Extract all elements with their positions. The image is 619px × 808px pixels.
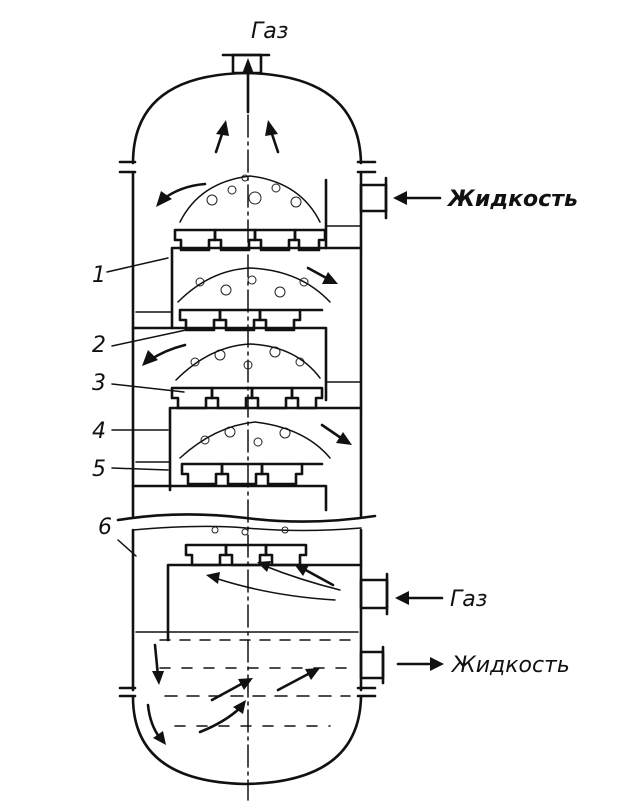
gas-inlet-label: Газ <box>450 587 487 612</box>
callout-leaders <box>106 257 187 557</box>
callout-4: 4 <box>92 419 106 444</box>
tray-4 <box>131 462 328 512</box>
callout-1: 1 <box>92 263 106 288</box>
arrow-icon <box>276 668 320 692</box>
liquid-levels <box>135 225 362 727</box>
callout-5: 5 <box>92 457 106 482</box>
liquid-outlet-label: Жидкость <box>450 653 570 678</box>
foam-outlines <box>175 175 331 459</box>
arrow-icon <box>210 678 253 702</box>
bottom-dome <box>131 695 363 786</box>
liquid-inlet-label: Жидкость <box>446 187 578 212</box>
gas-inlet-nozzle <box>359 572 389 616</box>
gas-outlet-arrow-icon <box>242 58 254 114</box>
flow-arrows <box>142 58 444 745</box>
arrow-icon <box>142 343 187 366</box>
liquid-inlet-arrow-icon <box>393 191 442 205</box>
arrow-icon <box>306 266 338 284</box>
tray-1 <box>170 228 363 330</box>
gas-inlet-arrow-icon <box>395 591 444 605</box>
tray-2 <box>131 308 328 402</box>
liquid-outlet-nozzle <box>359 645 385 685</box>
arrow-icon <box>156 182 207 207</box>
arrow-icon <box>198 700 246 734</box>
gas-flow-arrow-icon <box>294 564 335 587</box>
foam-bubbles <box>190 174 309 536</box>
arrow-icon <box>214 120 229 154</box>
gas-flow-arrow-icon <box>257 561 341 591</box>
break-line <box>116 513 377 523</box>
callout-3: 3 <box>92 371 106 396</box>
liquid-inlet-nozzle <box>359 176 388 220</box>
arrow-icon <box>152 643 164 685</box>
arrow-icon <box>146 703 166 745</box>
bottom-tray <box>166 543 363 642</box>
gas-flow-arrow-icon <box>206 572 336 601</box>
arrow-icon <box>265 120 280 154</box>
arrow-icon <box>320 423 352 445</box>
callout-6: 6 <box>98 515 112 540</box>
liquid-outlet-arrow-icon <box>396 657 444 671</box>
gas-outlet-label: Газ <box>251 19 288 44</box>
callout-2: 2 <box>92 333 106 358</box>
